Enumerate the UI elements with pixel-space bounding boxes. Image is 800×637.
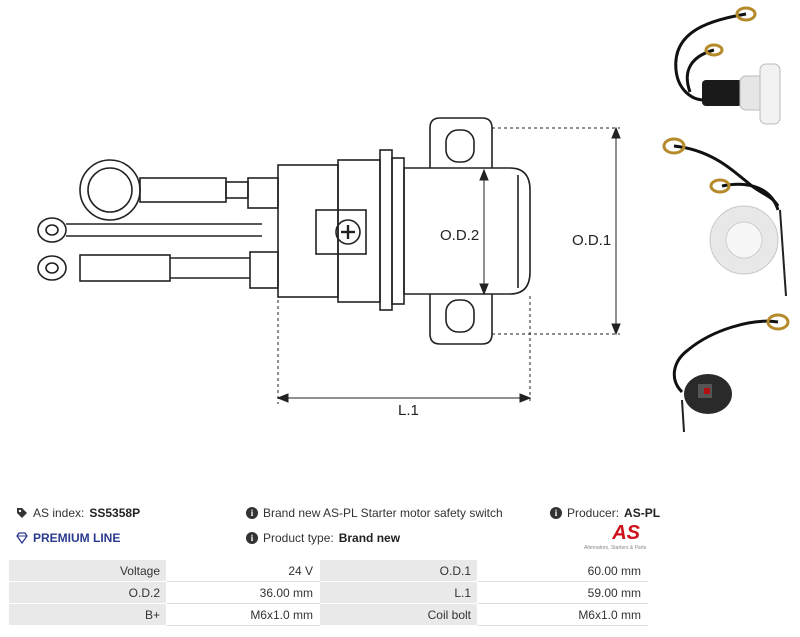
- spec-value: 60.00 mm: [477, 559, 648, 582]
- producer-row: i Producer: AS-PL: [550, 506, 660, 520]
- info-icon: i: [246, 507, 258, 519]
- spec-key: Voltage: [8, 559, 167, 582]
- photo-side-view: [674, 6, 781, 125]
- table-row: Voltage 24 V O.D.1 60.00 mm: [8, 559, 648, 582]
- wire-sleeve-top: [139, 177, 227, 203]
- spec-value: 59.00 mm: [477, 581, 648, 604]
- description-row: i Brand new AS-PL Starter motor safety s…: [246, 506, 503, 520]
- spec-key: B+: [8, 603, 167, 626]
- photo-rear-view: [672, 313, 790, 433]
- premium-line-label: PREMIUM LINE: [33, 531, 121, 545]
- od1-label: O.D.1: [572, 232, 611, 249]
- as-index-label: AS index:: [33, 506, 85, 520]
- diamond-icon: [16, 532, 28, 544]
- as-pl-logo: AS Alternators, Starters & Parts: [584, 522, 654, 554]
- tag-icon: [17, 508, 27, 518]
- product-type-value: Brand new: [338, 531, 401, 545]
- specs-table: Voltage 24 V O.D.1 60.00 mm O.D.2 36.00 …: [8, 559, 648, 626]
- product-info: AS index: SS5358P PREMIUM LINE i Brand n…: [0, 500, 800, 560]
- product-photos: [662, 6, 790, 433]
- spec-key: O.D.2: [8, 581, 167, 604]
- logo-text: AS: [612, 522, 640, 544]
- table-row: B+ M6x1.0 mm Coil bolt M6x1.0 mm: [8, 603, 648, 626]
- spec-value: M6x1.0 mm: [166, 603, 320, 626]
- technical-drawing: O.D.2 O.D.1 L.1: [37, 117, 621, 419]
- spec-key: O.D.1: [319, 559, 478, 582]
- spec-value: 24 V: [166, 559, 320, 582]
- table-row: O.D.2 36.00 mm L.1 59.00 mm: [8, 581, 648, 604]
- spec-key: L.1: [319, 581, 478, 604]
- spec-value: M6x1.0 mm: [477, 603, 648, 626]
- l1-label: L.1: [398, 402, 419, 419]
- od2-label: O.D.2: [440, 227, 479, 244]
- spec-value: 36.00 mm: [166, 581, 320, 604]
- as-index-row: AS index: SS5358P: [16, 506, 140, 520]
- info-icon: i: [246, 532, 258, 544]
- spec-key: Coil bolt: [319, 603, 478, 626]
- photo-front-view: [662, 137, 787, 297]
- producer-label: Producer:: [567, 506, 620, 520]
- premium-line-row: PREMIUM LINE: [16, 531, 120, 545]
- description-text: Brand new AS-PL Starter motor safety swi…: [263, 506, 503, 520]
- product-type-row: i Product type: Brand new: [246, 531, 400, 545]
- ring-terminal-large: [87, 167, 133, 213]
- info-icon: i: [550, 507, 562, 519]
- product-type-label: Product type:: [263, 531, 334, 545]
- producer-value: AS-PL: [624, 506, 661, 520]
- logo-subtitle: Alternators, Starters & Parts: [584, 545, 647, 551]
- as-index-value: SS5358P: [89, 506, 141, 520]
